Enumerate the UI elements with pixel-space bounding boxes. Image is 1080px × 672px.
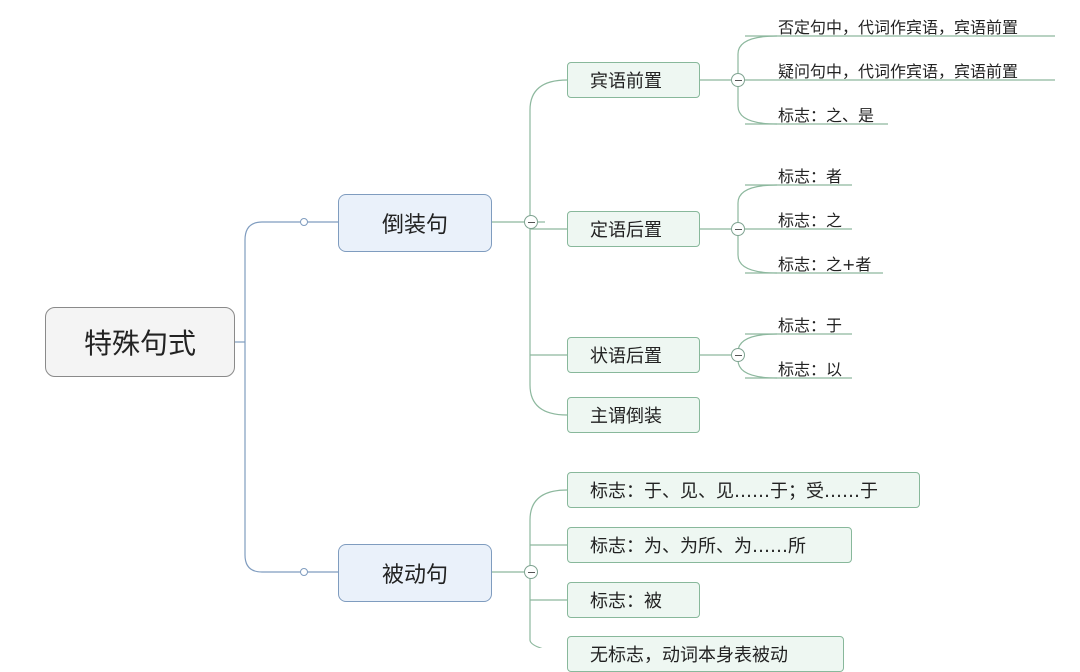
subtopic-object-preposed[interactable]: 宾语前置 [567,62,700,98]
collapse-toggle-icon[interactable] [524,215,538,229]
subtopic-attribute-postposed[interactable]: 定语后置 [567,211,700,247]
mind-map: 特殊句式 倒装句 宾语前置 否定句中，代词作宾语，宾语前置 疑问句中，代词作宾语… [0,0,1080,648]
subtopic-passive-marker-wei[interactable]: 标志：为、为所、为……所 [567,527,852,563]
subtopic-passive-marker-yu-jian[interactable]: 标志：于、见、见……于；受……于 [567,472,920,508]
leaf-marker-zhi-shi[interactable]: 标志：之、是 [778,106,875,125]
leaf-marker-zhi-zhe[interactable]: 标志：之+者 [778,255,872,274]
branch-node-passive[interactable]: 被动句 [338,544,492,602]
connector-lines [235,35,1055,648]
leaf-marker-zhi[interactable]: 标志：之 [778,211,843,230]
leaf-marker-yi[interactable]: 标志：以 [778,360,843,379]
branch-connector-dot [300,218,308,226]
subtopic-passive-no-marker[interactable]: 无标志，动词本身表被动 [567,636,844,672]
root-trunk [244,221,263,573]
collapse-toggle-icon[interactable] [731,222,745,236]
collapse-toggle-icon[interactable] [731,348,745,362]
leaf-marker-zhe[interactable]: 标志：者 [778,167,843,186]
collapse-toggle-icon[interactable] [731,73,745,87]
branch-connector-dot [300,568,308,576]
subtopic-subject-predicate-inversion[interactable]: 主谓倒装 [567,397,700,433]
passive-trunk [529,489,568,648]
collapse-toggle-icon[interactable] [524,565,538,579]
branch-node-inversion[interactable]: 倒装句 [338,194,492,252]
subtopic-passive-marker-bei[interactable]: 标志：被 [567,582,700,618]
inversion-trunk [529,79,568,416]
root-node[interactable]: 特殊句式 [45,307,235,377]
leaf-question-sentence[interactable]: 疑问句中，代词作宾语，宾语前置 [778,62,1019,81]
subtopic-adverbial-postposed[interactable]: 状语后置 [567,337,700,373]
leaf-marker-yu[interactable]: 标志：于 [778,316,843,335]
leaf-negative-sentence[interactable]: 否定句中，代词作宾语，宾语前置 [778,18,1019,37]
